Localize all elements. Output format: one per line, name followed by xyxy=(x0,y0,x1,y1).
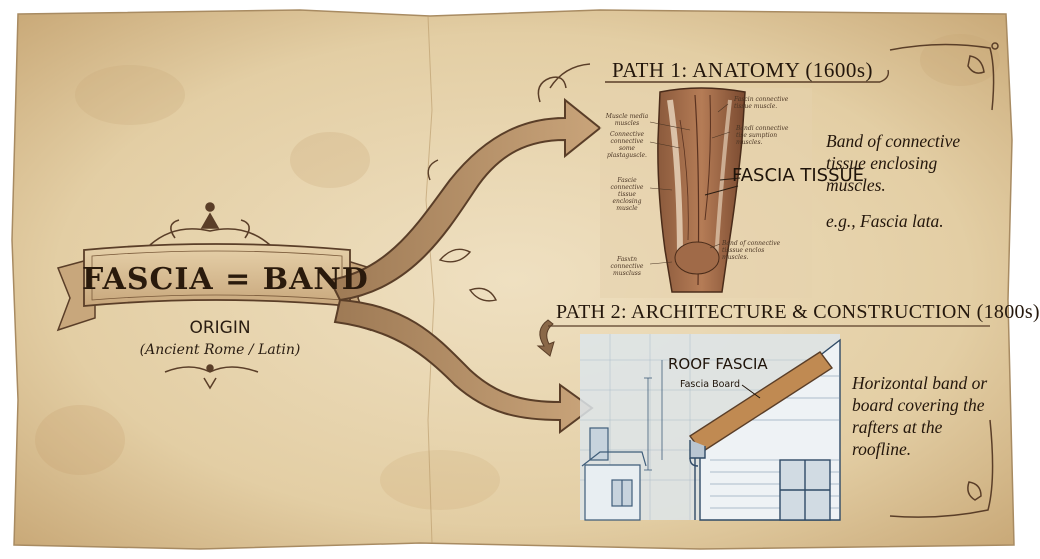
anatomy-annotation: Fasxtn connective muscluss xyxy=(610,256,644,277)
banner-ornament-top xyxy=(149,202,271,246)
path1-description: Band of connective tissue enclosing musc… xyxy=(826,131,961,195)
origin-detail: (Ancient Rome / Latin) xyxy=(139,342,301,358)
title-fascia-equals-band: FASCIA = BAND xyxy=(82,262,368,297)
corner-flourish-top-right xyxy=(889,42,999,111)
anatomy-annotation: Band of connective tisssue enclos muscle… xyxy=(722,240,781,261)
path2-heading: PATH 2: ARCHITECTURE & CONSTRUCTION (180… xyxy=(556,301,1040,323)
path1-heading: PATH 1: ANATOMY (1600s) xyxy=(612,58,874,82)
corner-flourish-bottom-right xyxy=(889,419,994,518)
origin-label: ORIGIN xyxy=(189,318,251,338)
path1-heading-frame xyxy=(605,69,890,83)
architecture-illustration xyxy=(580,334,841,521)
arrow-small-path2 xyxy=(536,319,555,357)
path2-description: Horizontal band or board covering the ra… xyxy=(852,373,988,459)
title-fascia: FASCIA xyxy=(82,262,214,297)
origin-ornament xyxy=(164,364,259,390)
roof-fascia-label: ROOF FASCIA xyxy=(668,355,768,373)
anatomy-annotation: Bandi connective tise sumption muscles. xyxy=(736,125,789,146)
fascia-tissue-label: FASCIA TISSUE xyxy=(732,165,865,186)
anatomy-annotation: Connective connective some plastaguscle. xyxy=(607,131,647,159)
title-equals: = xyxy=(225,262,252,297)
fascia-board-label: Fascia Board xyxy=(680,379,740,390)
anatomy-annotation: Fascin connective tissue muscle. xyxy=(734,96,789,110)
path1-example: e.g., Fascia lata. xyxy=(826,211,944,231)
title-band: BAND xyxy=(262,262,369,297)
anatomy-annotation: Fascie connective tissue enclosing muscl… xyxy=(610,177,644,212)
anatomy-annotation: Muscle media muscles xyxy=(605,113,649,127)
corner-flourish-top-left-arrow xyxy=(537,63,591,103)
anatomy-illustration xyxy=(600,87,812,298)
